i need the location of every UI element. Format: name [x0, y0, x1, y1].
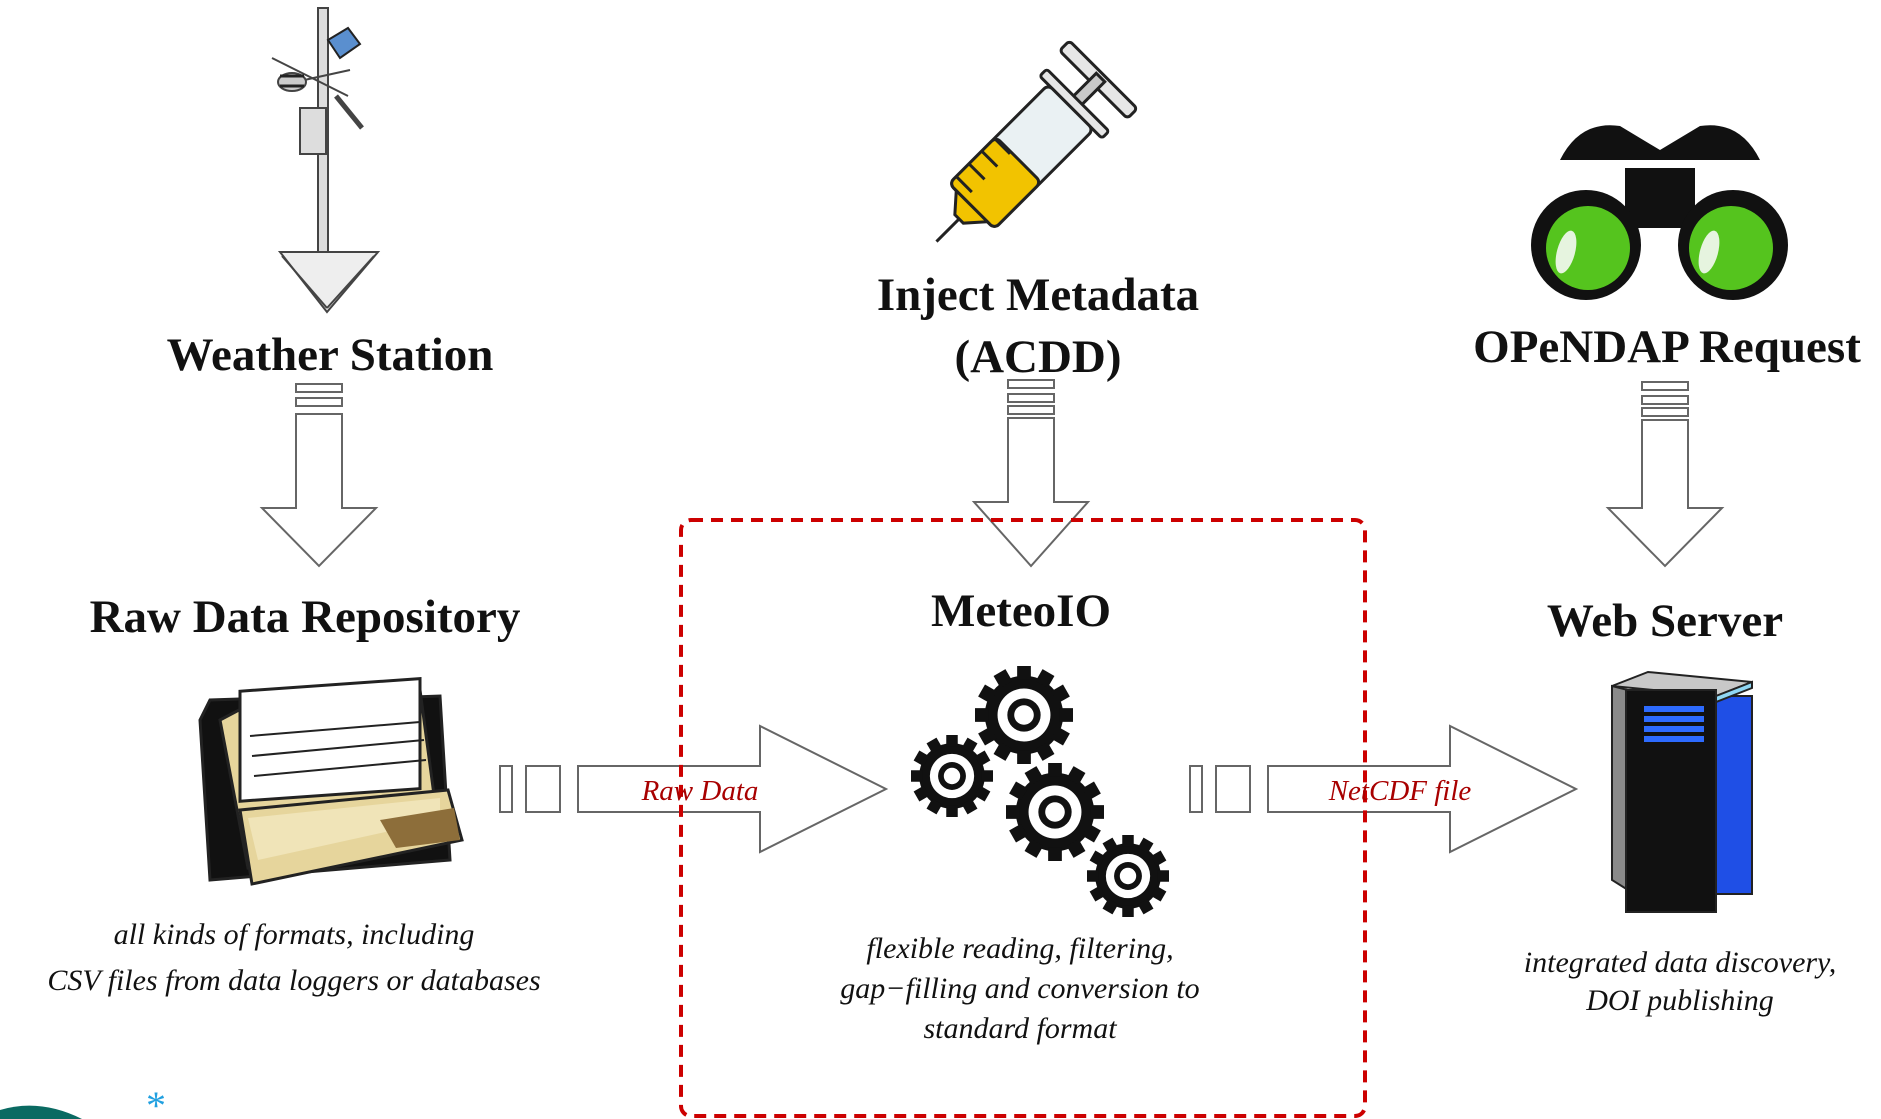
edge-label-raw-data: Raw Data: [641, 775, 759, 807]
meteoio-caption-3: standard format: [923, 1012, 1117, 1045]
binoculars-icon: [1531, 125, 1788, 300]
arrow-meteoio-to-webserver: [1189, 724, 1579, 854]
meteoio-caption-1: flexible reading, filtering,: [866, 932, 1173, 965]
inject-metadata-subtitle: (ACDD): [954, 331, 1121, 383]
opendap-request-title: OPeNDAP Request: [1473, 321, 1861, 373]
meteoio-caption-2: gap−filling and conversion to: [840, 972, 1199, 1005]
web-server-caption-2: DOI publishing: [1585, 984, 1774, 1017]
edge-label-netcdf: NetCDF file: [1328, 775, 1472, 807]
arrow-repo-to-meteoio: [499, 724, 889, 854]
weather-station-title: Weather Station: [167, 329, 494, 381]
web-server-title: Web Server: [1547, 595, 1783, 647]
arrow-metadata-to-meteoio: [971, 379, 1091, 568]
raw-data-repository-caption-2: CSV files from data loggers or databases: [47, 964, 540, 997]
web-server-caption-1: integrated data discovery,: [1524, 946, 1836, 979]
arrow-weather-to-repo: [259, 383, 379, 568]
syringe-icon: [935, 40, 1138, 243]
logo-fragment: *: [0, 1083, 166, 1119]
raw-data-repository-caption-1: all kinds of formats, including: [114, 918, 475, 951]
arrow-opendap-to-webserver: [1605, 381, 1725, 568]
meteoio-boundary: [679, 518, 1367, 1118]
meteoio-title: MeteoIO: [931, 585, 1111, 637]
inject-metadata-title: Inject Metadata: [877, 269, 1199, 321]
raw-data-repository-title: Raw Data Repository: [90, 591, 521, 643]
gears-icon: [911, 666, 1169, 917]
server-icon: [1611, 670, 1753, 913]
svg-text:*: *: [146, 1083, 166, 1119]
weather-station-icon: [271, 7, 381, 314]
folder-icon: [198, 677, 464, 886]
